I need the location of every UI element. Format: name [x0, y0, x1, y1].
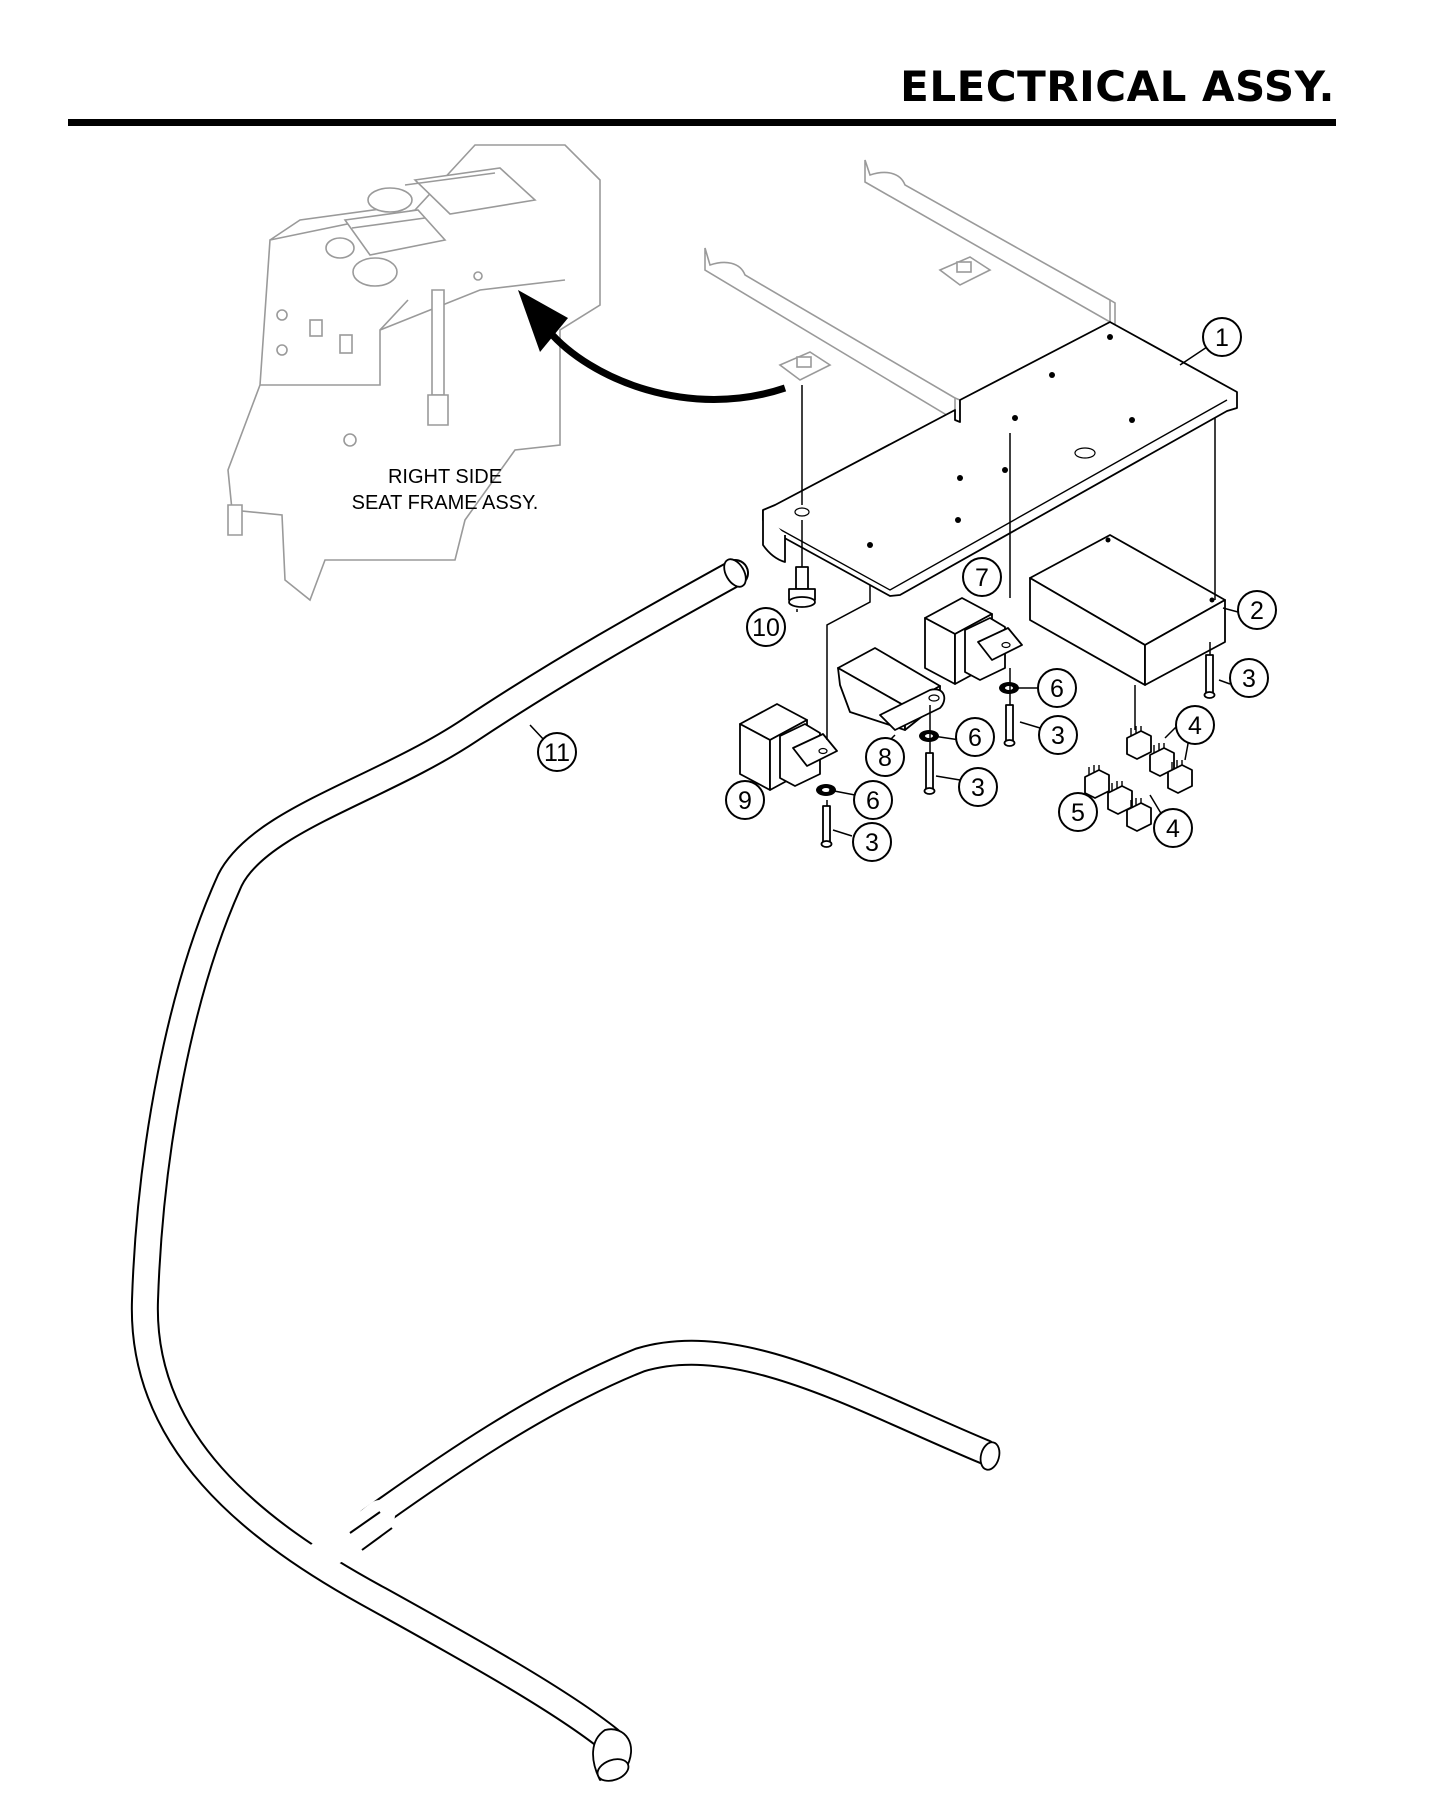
- svg-text:2: 2: [1250, 597, 1264, 625]
- callout-3: 3: [852, 822, 892, 862]
- callout-5: 5: [1058, 792, 1098, 832]
- svg-text:3: 3: [865, 829, 879, 857]
- callout-7: 7: [962, 557, 1002, 597]
- seat-rails: [704, 159, 1116, 422]
- callout-8: 8: [865, 737, 905, 777]
- part-9-relay: [739, 703, 838, 791]
- assembly-guide-lines: [801, 385, 1216, 806]
- svg-text:6: 6: [1050, 675, 1064, 703]
- part-6-washers: [816, 682, 1019, 796]
- callout-6: 6: [955, 717, 995, 757]
- callout-10: 10: [746, 607, 786, 647]
- svg-text:7: 7: [975, 564, 989, 592]
- seat-frame-assy: [227, 144, 601, 602]
- svg-text:4: 4: [1166, 815, 1180, 843]
- seat-frame-label-line2: SEAT FRAME ASSY.: [352, 492, 539, 514]
- callout-4: 4: [1153, 808, 1193, 848]
- svg-text:3: 3: [971, 774, 985, 802]
- svg-text:8: 8: [878, 744, 892, 772]
- callout-9: 9: [725, 780, 765, 820]
- callout-3: 3: [958, 767, 998, 807]
- svg-text:3: 3: [1242, 665, 1256, 693]
- callout-11: 11: [537, 732, 577, 772]
- location-arrow: [518, 290, 787, 403]
- part-4-5-fuses: [1084, 726, 1193, 832]
- callout-3: 3: [1038, 715, 1078, 755]
- svg-text:10: 10: [752, 614, 780, 642]
- callout-2: 2: [1237, 590, 1277, 630]
- part-11-wire-harness: [130, 558, 1001, 1782]
- svg-text:11: 11: [544, 739, 570, 767]
- part-2-fuse-box: [1029, 534, 1226, 686]
- callout-6: 6: [853, 780, 893, 820]
- part-8-module: [837, 647, 946, 731]
- part-1-mounting-plate: [762, 321, 1238, 597]
- svg-text:4: 4: [1188, 712, 1202, 740]
- title-rule: [68, 119, 1336, 126]
- callout-3: 3: [1229, 658, 1269, 698]
- svg-text:6: 6: [968, 724, 982, 752]
- part-10-bolt: [788, 566, 816, 608]
- seat-frame-label-line1: RIGHT SIDE: [388, 466, 502, 488]
- callouts: 1 2 3 3 3 3 4 4 5 6 6 6 7 8 9 10 11: [537, 317, 1277, 862]
- callout-4: 4: [1175, 705, 1215, 745]
- callout-6: 6: [1037, 668, 1077, 708]
- part-7-relay: [924, 597, 1023, 685]
- svg-text:5: 5: [1071, 799, 1085, 827]
- callout-1: 1: [1202, 317, 1242, 357]
- svg-text:1: 1: [1215, 324, 1229, 352]
- page-title: ELECTRICAL ASSY.: [900, 62, 1335, 111]
- svg-text:9: 9: [738, 787, 752, 815]
- svg-text:6: 6: [866, 787, 880, 815]
- svg-text:3: 3: [1051, 722, 1065, 750]
